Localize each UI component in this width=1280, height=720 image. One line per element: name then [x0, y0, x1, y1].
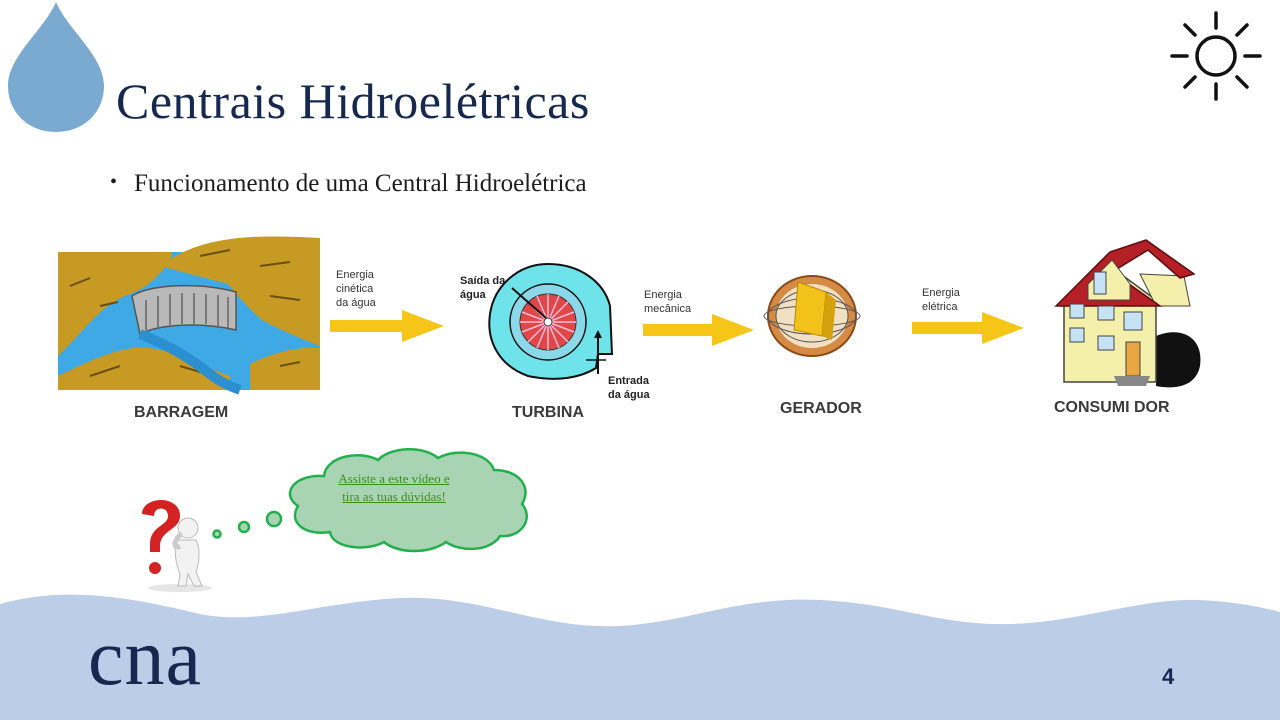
stage-label-gerador: GERADOR — [780, 400, 862, 417]
slide-title: Centrais Hidroelétricas — [116, 73, 590, 129]
stage-label-turbina: TURBINA — [512, 404, 584, 421]
bottom-wave — [0, 594, 1280, 720]
generator-illustration — [763, 275, 861, 357]
water-drop-icon — [8, 2, 104, 132]
turbine-outlet-label: Saída da — [460, 275, 506, 287]
stage-label-consumidor: CONSUMI DOR — [1054, 399, 1170, 416]
sun-icon — [1170, 11, 1262, 101]
bullet-text: Funcionamento de uma Central Hidroelétri… — [134, 170, 587, 197]
arrow-label-line: Energia — [922, 287, 960, 299]
page-number: 4 — [1162, 664, 1175, 689]
turbine-outlet-label: água — [460, 289, 486, 301]
arrow-label-line: cinética — [336, 283, 374, 295]
video-link-line[interactable]: tira as tuas dúvidas! — [342, 489, 446, 504]
dam-illustration — [58, 236, 320, 395]
question-thinker-icon — [142, 500, 212, 592]
arrow-label-line: Energia — [644, 289, 682, 301]
arrow-label-line: Energia — [336, 269, 374, 281]
video-link[interactable]: Assiste a este vídeo e tira as tuas dúvi… — [318, 470, 470, 506]
video-link-line[interactable]: Assiste a este vídeo e — [338, 471, 450, 486]
bullet-item: • Funcionamento de uma Central Hidroelétr… — [110, 170, 587, 198]
house-illustration — [1054, 239, 1201, 388]
hydro-diagram: Energia cinética da água Energia mecânic… — [0, 226, 1280, 436]
cna-logo: cna — [88, 614, 203, 702]
turbine-inlet-label: da água — [608, 389, 650, 401]
arrow-label-line: da água — [336, 297, 376, 309]
turbine-illustration — [488, 262, 614, 380]
stage-label-barragem: BARRAGEM — [134, 404, 229, 421]
arrow-label-line: elétrica — [922, 301, 958, 313]
thought-bubbles — [212, 510, 283, 539]
turbine-inlet-label: Entrada — [608, 375, 649, 387]
arrow-label-line: mecânica — [644, 303, 692, 315]
thought-cloud — [288, 448, 528, 553]
bullet-dot: • — [110, 171, 118, 193]
